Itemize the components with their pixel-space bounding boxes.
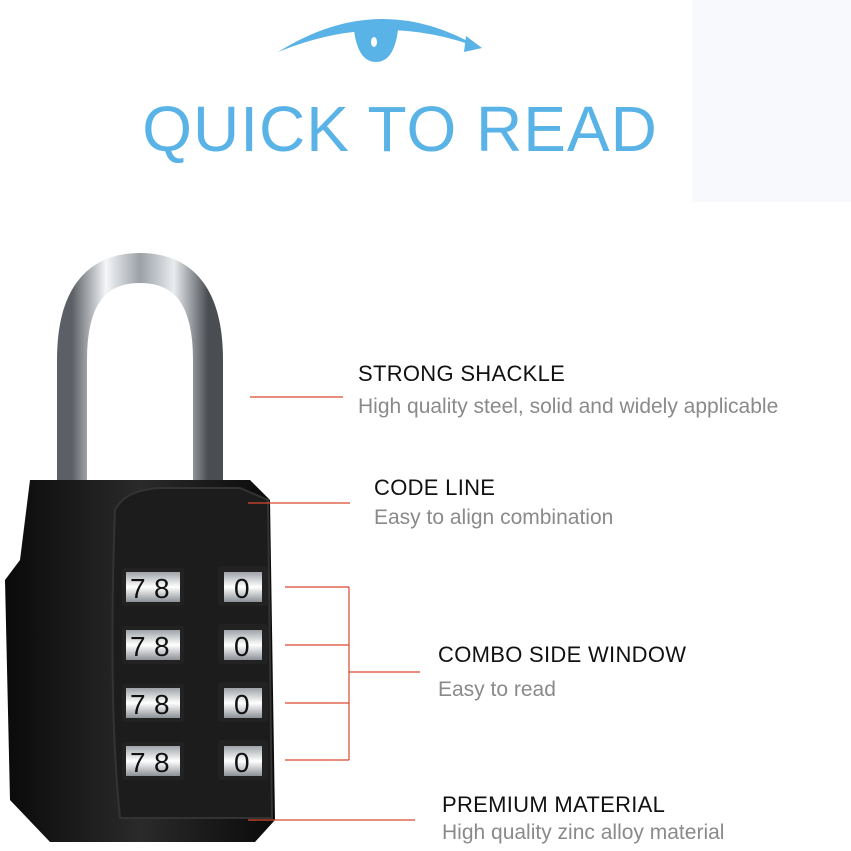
svg-text:7: 7	[130, 631, 146, 662]
callout-lines	[248, 396, 420, 821]
callout-desc-strong-shackle: High quality steel, solid and widely app…	[358, 395, 779, 418]
callout-title-premium-material: PREMIUM MATERIAL	[442, 792, 666, 817]
shackle	[57, 252, 223, 500]
callout-title-combo-side-window: COMBO SIDE WINDOW	[438, 642, 687, 667]
callout-desc-combo-side-window: Easy to read	[438, 678, 556, 701]
svg-text:8: 8	[154, 573, 170, 604]
svg-text:7: 7	[130, 573, 146, 604]
callout-title-code-line: CODE LINE	[374, 475, 496, 500]
corner-panel	[692, 0, 851, 202]
eye-icon	[278, 18, 482, 62]
svg-text:0: 0	[234, 631, 250, 662]
svg-text:8: 8	[154, 631, 170, 662]
svg-text:8: 8	[154, 689, 170, 720]
callout-desc-code-line: Easy to align combination	[374, 506, 614, 529]
right-dials: 0 0 0 0	[218, 566, 268, 780]
svg-text:0: 0	[234, 689, 250, 720]
svg-text:0: 0	[234, 573, 250, 604]
svg-text:7: 7	[130, 747, 146, 778]
callout-desc-premium-material: High quality zinc alloy material	[442, 821, 725, 844]
svg-text:7: 7	[130, 689, 146, 720]
callout-title-strong-shackle: STRONG SHACKLE	[358, 361, 566, 386]
svg-text:0: 0	[234, 747, 250, 778]
headline: QUICK TO READ	[142, 93, 658, 165]
svg-text:8: 8	[154, 747, 170, 778]
